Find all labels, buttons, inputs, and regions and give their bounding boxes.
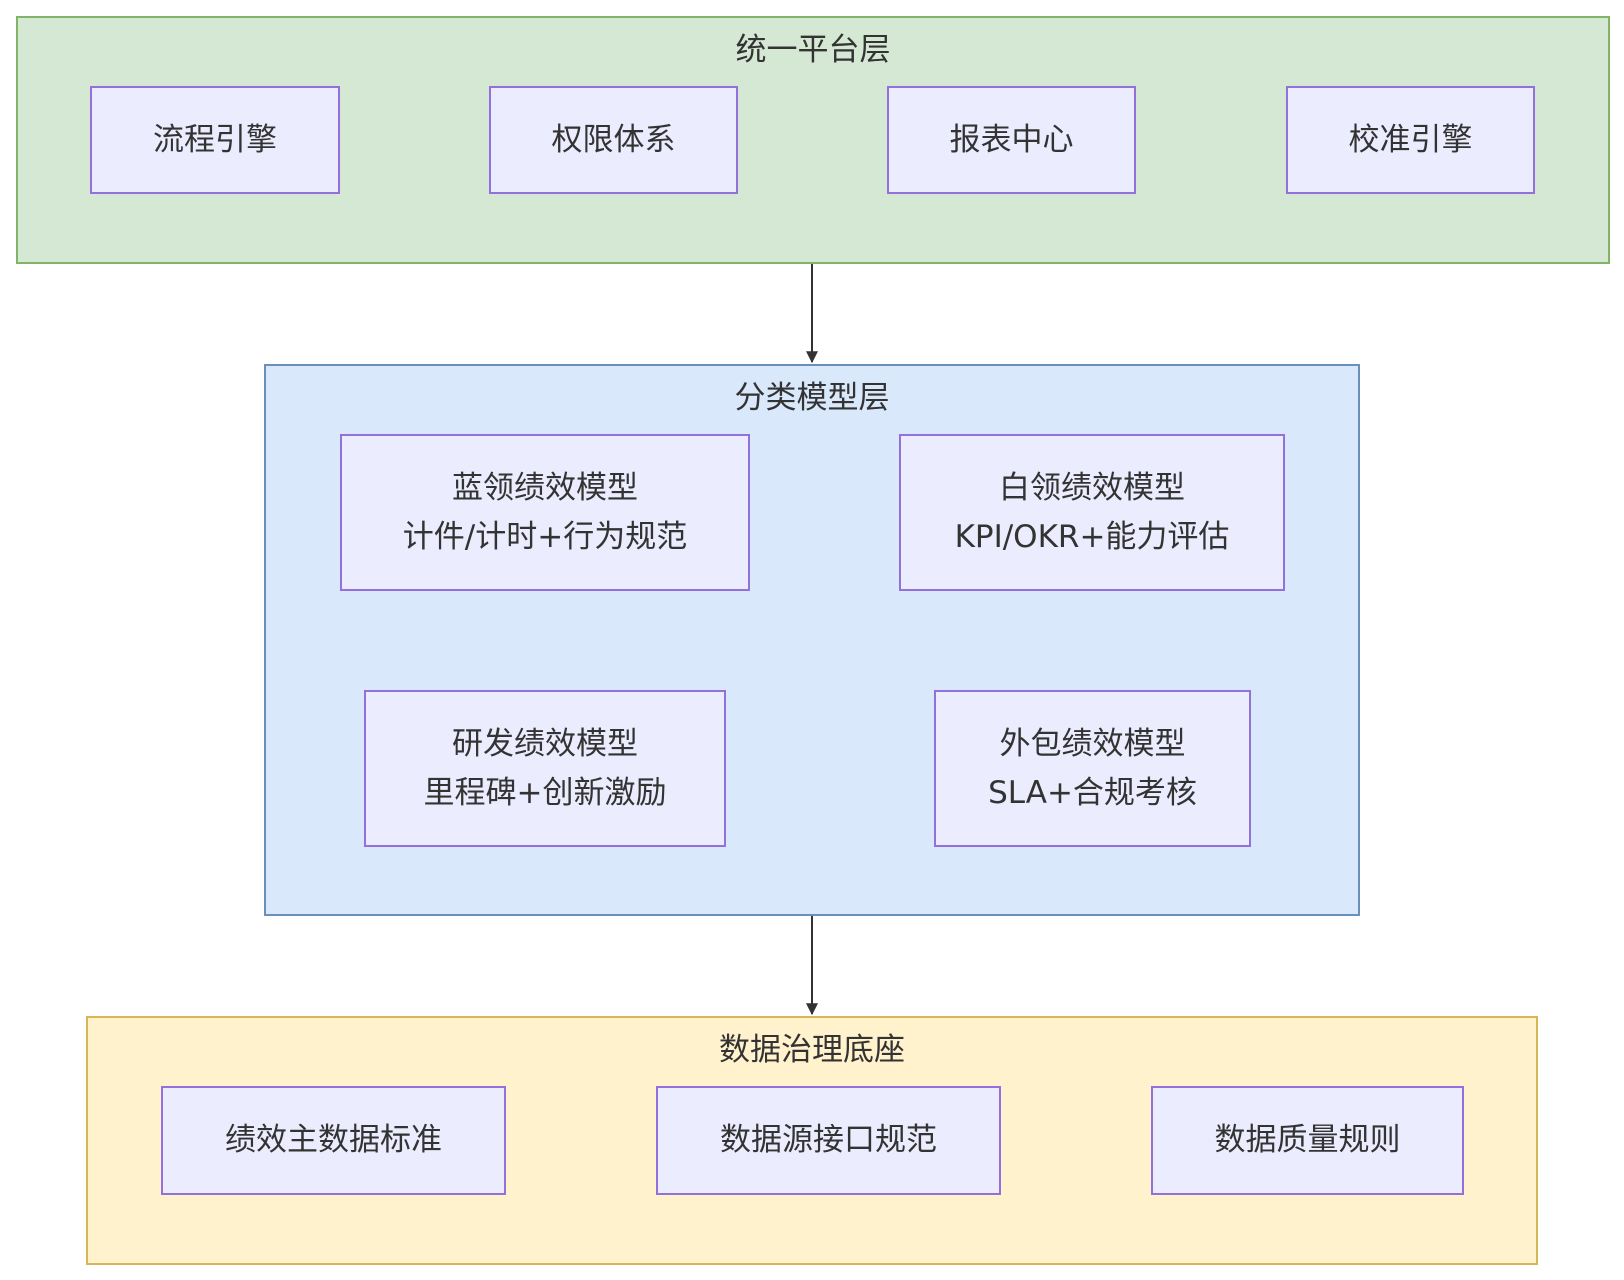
node-outsourcing-model: 外包绩效模型 SLA+合规考核	[934, 690, 1251, 847]
node-whitecollar-name: 白领绩效模型	[999, 470, 1185, 507]
node-rnd-detail: 里程碑+创新激励	[423, 774, 667, 811]
node-rnd-model: 研发绩效模型 里程碑+创新激励	[364, 690, 726, 847]
node-outsourcing-detail: SLA+合规考核	[988, 774, 1197, 811]
node-interface-spec-label: 数据源接口规范	[720, 1122, 937, 1159]
node-master-data-standard-label: 绩效主数据标准	[225, 1122, 442, 1159]
node-master-data-standard: 绩效主数据标准	[161, 1086, 506, 1195]
node-data-quality-rules-label: 数据质量规则	[1214, 1122, 1401, 1159]
node-report-center: 报表中心	[887, 86, 1136, 194]
node-rnd-name: 研发绩效模型	[452, 726, 638, 763]
data-layer-title: 数据治理底座	[719, 1032, 905, 1068]
node-data-quality-rules: 数据质量规则	[1151, 1086, 1464, 1195]
node-outsourcing-name: 外包绩效模型	[999, 726, 1186, 763]
node-flow-engine: 流程引擎	[90, 86, 340, 194]
model-layer-title: 分类模型层	[734, 380, 890, 416]
node-permission-system: 权限体系	[489, 86, 738, 194]
node-calibration-engine: 校准引擎	[1286, 86, 1535, 194]
node-bluecollar-model: 蓝领绩效模型 计件/计时+行为规范	[340, 434, 750, 591]
node-calibration-engine-label: 校准引擎	[1348, 121, 1473, 158]
node-interface-spec: 数据源接口规范	[656, 1086, 1001, 1195]
node-flow-engine-label: 流程引擎	[153, 121, 277, 158]
platform-layer-title: 统一平台层	[735, 32, 891, 68]
node-bluecollar-detail: 计件/计时+行为规范	[402, 518, 688, 555]
node-whitecollar-detail: KPI/OKR+能力评估	[954, 518, 1230, 555]
node-bluecollar-name: 蓝领绩效模型	[452, 470, 638, 507]
node-permission-system-label: 权限体系	[551, 121, 676, 158]
node-whitecollar-model: 白领绩效模型 KPI/OKR+能力评估	[899, 434, 1285, 591]
node-report-center-label: 报表中心	[949, 121, 1074, 158]
